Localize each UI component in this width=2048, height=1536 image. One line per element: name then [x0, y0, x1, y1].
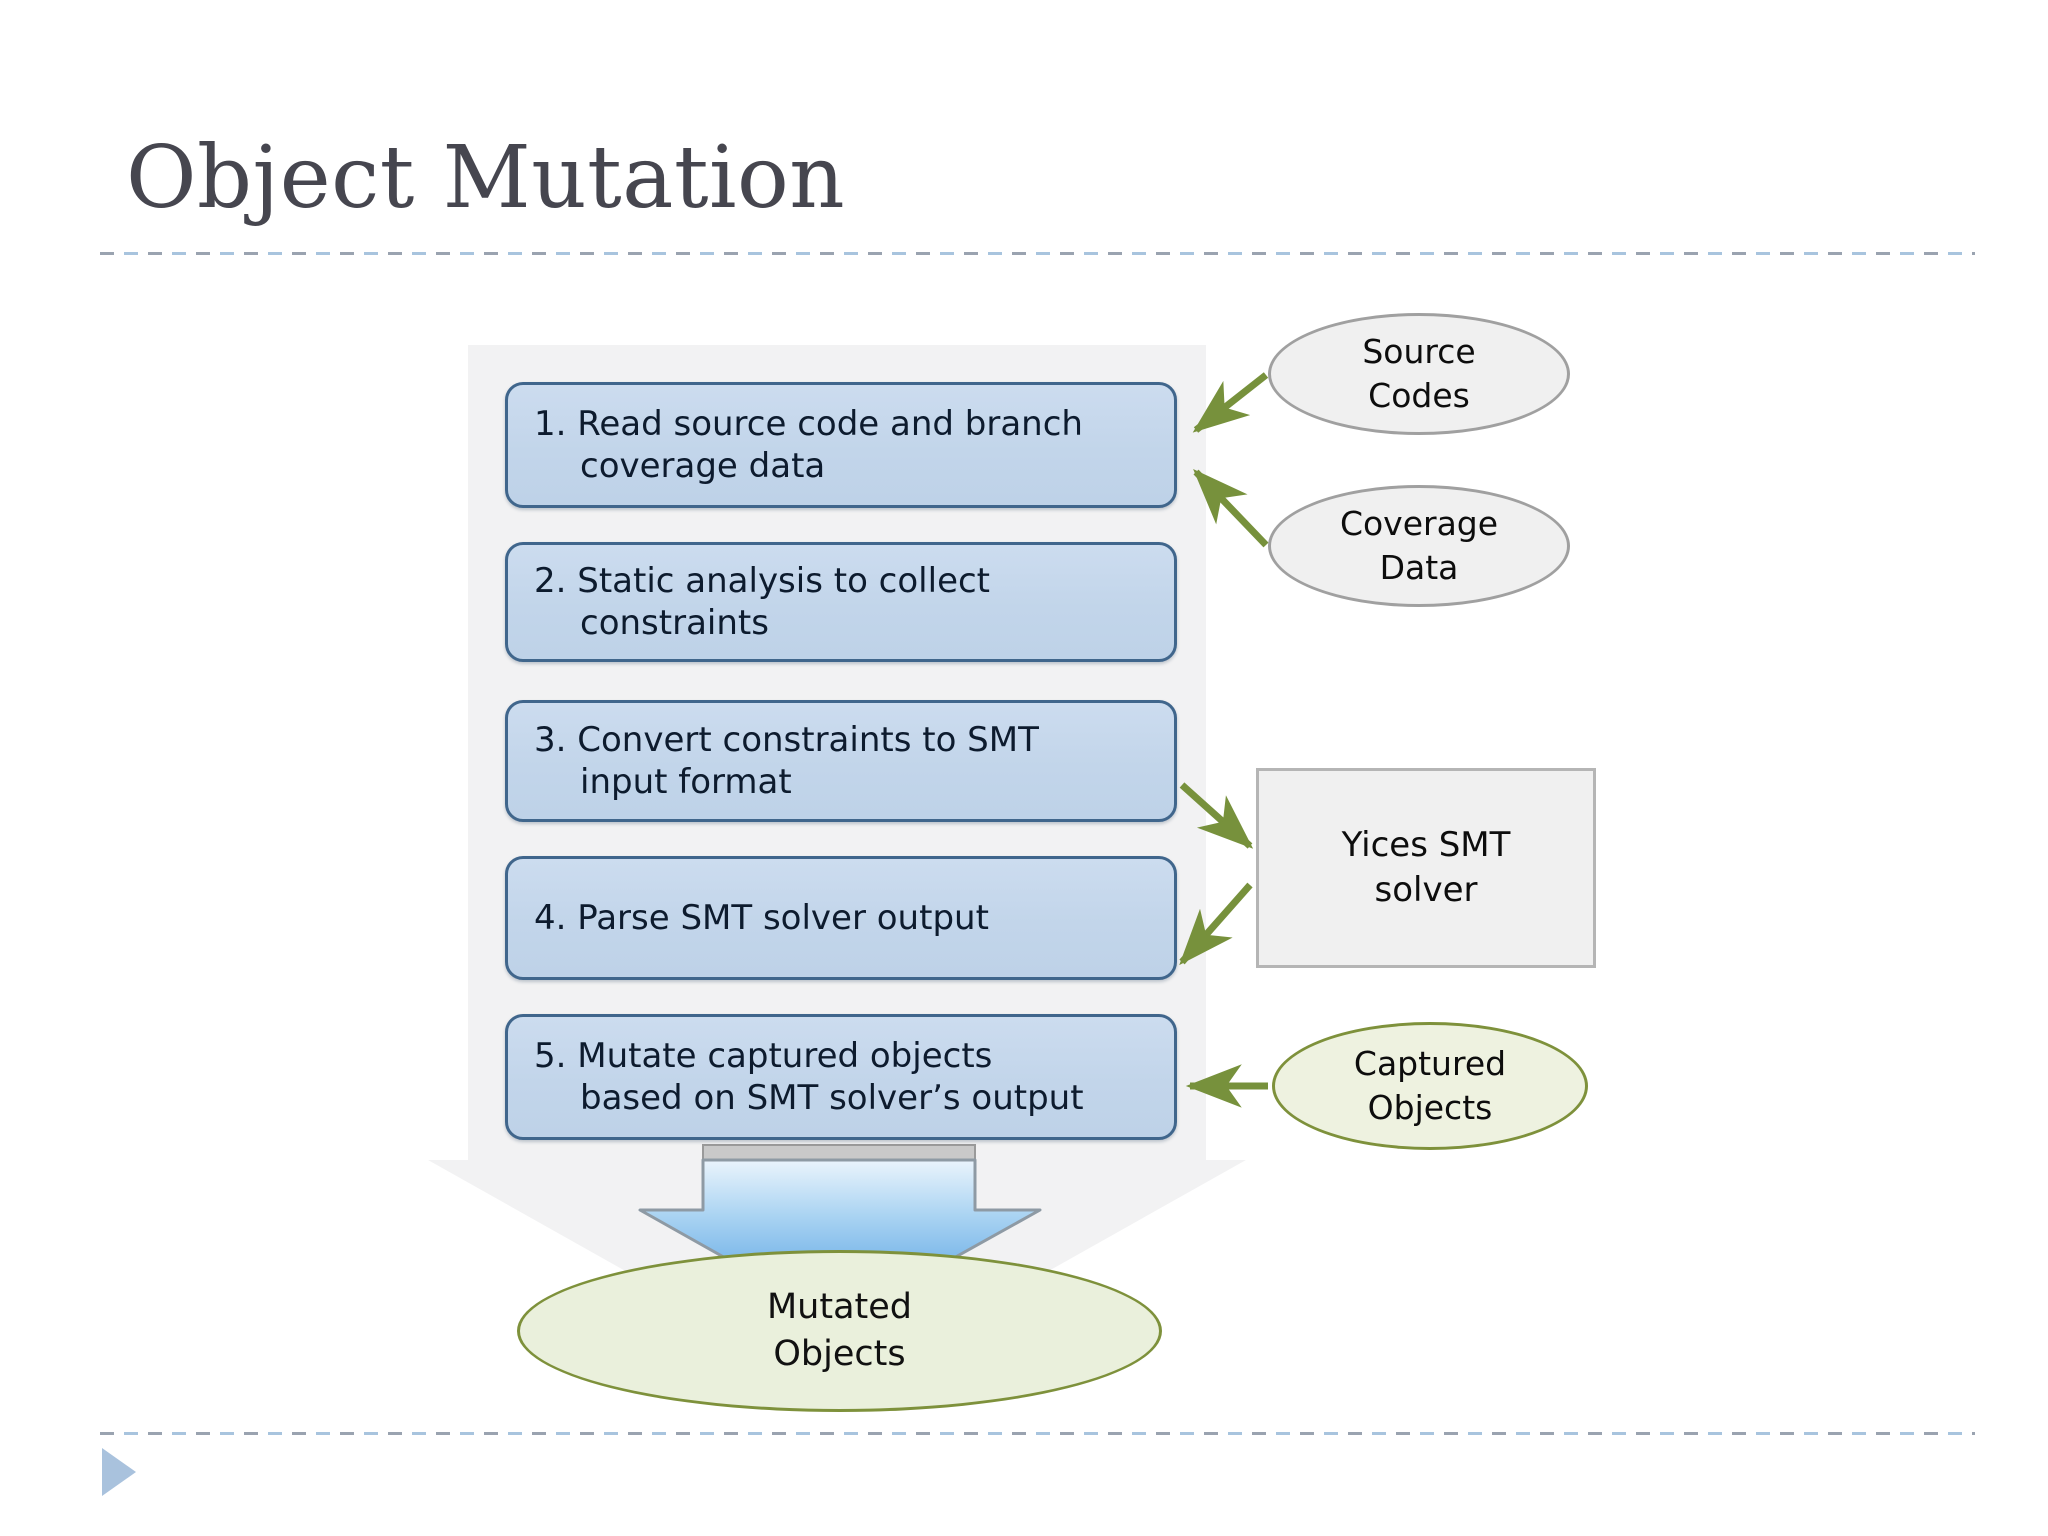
coverage-data-label: Coverage Data [1339, 504, 1499, 587]
arrow-step3-to-solver [1179, 782, 1254, 849]
step-box-1-label: 1. Read source code and branch coverage … [534, 403, 1083, 487]
yices-smt-solver-label: Yices SMT solver [1341, 825, 1511, 910]
connector-arrows [1179, 372, 1269, 1108]
step-box-2[interactable]: 2. Static analysis to collect constraint… [505, 542, 1177, 662]
step-box-4[interactable]: 4. Parse SMT solver output [505, 856, 1177, 980]
captured-objects-node[interactable]: Captured Objects [1272, 1022, 1588, 1150]
mutated-objects-label: Mutated Objects [766, 1287, 913, 1374]
source-codes-label: Source Codes [1362, 332, 1476, 415]
mutated-objects-node[interactable]: Mutated Objects [517, 1250, 1162, 1412]
step-box-5[interactable]: 5. Mutate captured objects based on SMT … [505, 1014, 1177, 1140]
arrow-solver-to-step4 [1179, 882, 1253, 966]
step-box-5-label: 5. Mutate captured objects based on SMT … [534, 1035, 1084, 1119]
yices-smt-solver-node[interactable]: Yices SMT solver [1256, 768, 1596, 968]
step-box-4-label: 4. Parse SMT solver output [534, 897, 989, 938]
title-divider-top [100, 252, 1975, 255]
step-box-3-label: 3. Convert constraints to SMT input form… [534, 719, 1039, 803]
arrow-source-to-step1 [1192, 372, 1269, 433]
footer-divider-bottom [100, 1432, 1975, 1435]
source-codes-node[interactable]: Source Codes [1268, 313, 1570, 435]
coverage-data-node[interactable]: Coverage Data [1268, 485, 1570, 607]
page-title: Object Mutation [126, 128, 846, 228]
step-box-3[interactable]: 3. Convert constraints to SMT input form… [505, 700, 1177, 822]
step-box-2-label: 2. Static analysis to collect constraint… [534, 560, 991, 644]
arrow-coverage-to-step1 [1193, 468, 1269, 548]
step-box-1[interactable]: 1. Read source code and branch coverage … [505, 382, 1177, 508]
play-triangle-icon [102, 1448, 136, 1496]
captured-objects-label: Captured Objects [1353, 1044, 1507, 1127]
